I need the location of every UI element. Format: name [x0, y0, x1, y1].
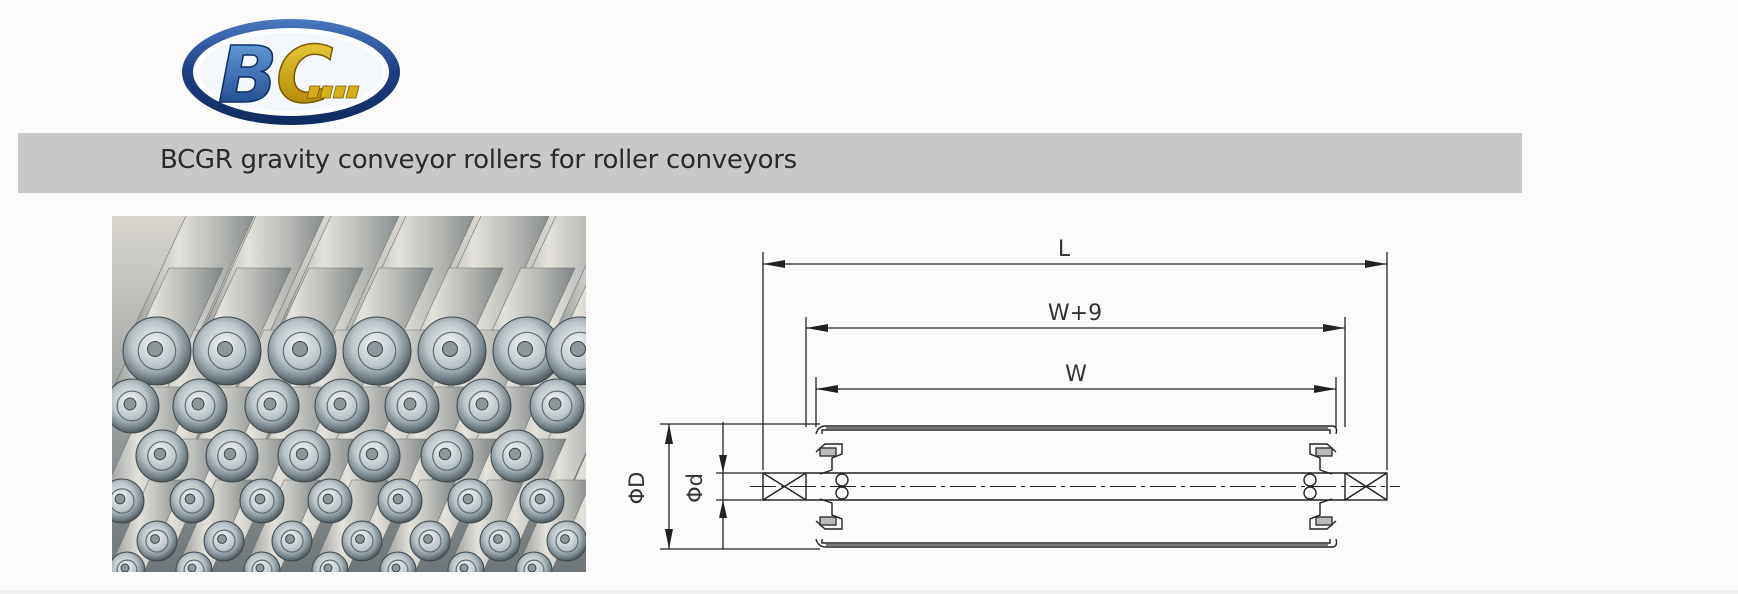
roller-shaft-end: [367, 341, 383, 357]
roller-shaft-end: [285, 534, 295, 544]
roller-shaft-end: [295, 447, 309, 461]
roller-shaft-end: [292, 341, 308, 357]
roller-shaft-end: [462, 493, 474, 505]
roller-shaft-end: [403, 397, 417, 411]
roller-shaft-end: [459, 563, 469, 572]
roller-shaft-end: [191, 397, 205, 411]
roller-shaft-end: [365, 447, 379, 461]
roller-shaft-end: [475, 397, 489, 411]
roller-shaft-end: [560, 534, 570, 544]
roller-shaft-end: [254, 493, 266, 505]
label-inner-width: W: [1065, 362, 1087, 387]
label-tube-diameter: ΦD: [625, 472, 649, 505]
roller-shaft-end: [438, 447, 452, 461]
roller-shaft-end: [255, 563, 265, 572]
label-shaft-diameter: Φd: [683, 473, 707, 503]
company-logo: B C: [182, 19, 400, 125]
roller-stack-image: [112, 216, 586, 572]
roller-shaft-end: [217, 341, 233, 357]
roller-shaft-end: [123, 397, 137, 411]
roller-shaft-end: [263, 397, 277, 411]
roller-shaft-end: [548, 397, 562, 411]
roller-shaft-end: [322, 493, 334, 505]
roller-shaft-end: [423, 534, 433, 544]
roller-shaft-end: [392, 493, 404, 505]
bottom-divider: [0, 590, 1738, 594]
roller-shaft-end: [517, 341, 533, 357]
roller-end-cap: [545, 316, 586, 386]
logo-letter-c: C: [276, 31, 333, 121]
roller-shaft-end: [223, 447, 237, 461]
roller-end-cap: [112, 478, 145, 524]
roller-shaft-end: [442, 341, 458, 357]
roller-shaft-end: [147, 341, 163, 357]
logo-letter-b: B: [218, 31, 277, 121]
roller-shaft-end: [217, 534, 227, 544]
roller-shaft-end: [355, 534, 365, 544]
page-title: BCGR gravity conveyor rollers for roller…: [160, 145, 797, 175]
logo-blocks: [306, 85, 360, 99]
roller-shaft-end: [333, 397, 347, 411]
roller-shaft-end: [391, 563, 401, 572]
title-banner: BCGR gravity conveyor rollers for roller…: [18, 133, 1522, 193]
roller-shaft-end: [114, 493, 126, 505]
label-inner-width-plus: W+9: [1048, 301, 1102, 326]
roller-shaft-end: [493, 534, 503, 544]
roller-shaft-end: [508, 447, 522, 461]
roller-shaft-end: [120, 563, 130, 572]
roller-shaft-end: [184, 493, 196, 505]
roller-stack-photo: [112, 216, 586, 572]
roller-shaft-end: [323, 563, 333, 572]
roller-shaft-end: [534, 493, 546, 505]
label-length: L: [1058, 237, 1071, 262]
roller-shaft-end: [570, 341, 586, 357]
roller-shaft-end: [150, 534, 160, 544]
roller-shaft-end: [187, 563, 197, 572]
roller-shaft-end: [153, 447, 167, 461]
roller-shaft-end: [527, 563, 537, 572]
roller-body: [750, 425, 1400, 548]
roller-dimension-drawing: L W+9 W ΦD Φd: [625, 237, 1400, 550]
